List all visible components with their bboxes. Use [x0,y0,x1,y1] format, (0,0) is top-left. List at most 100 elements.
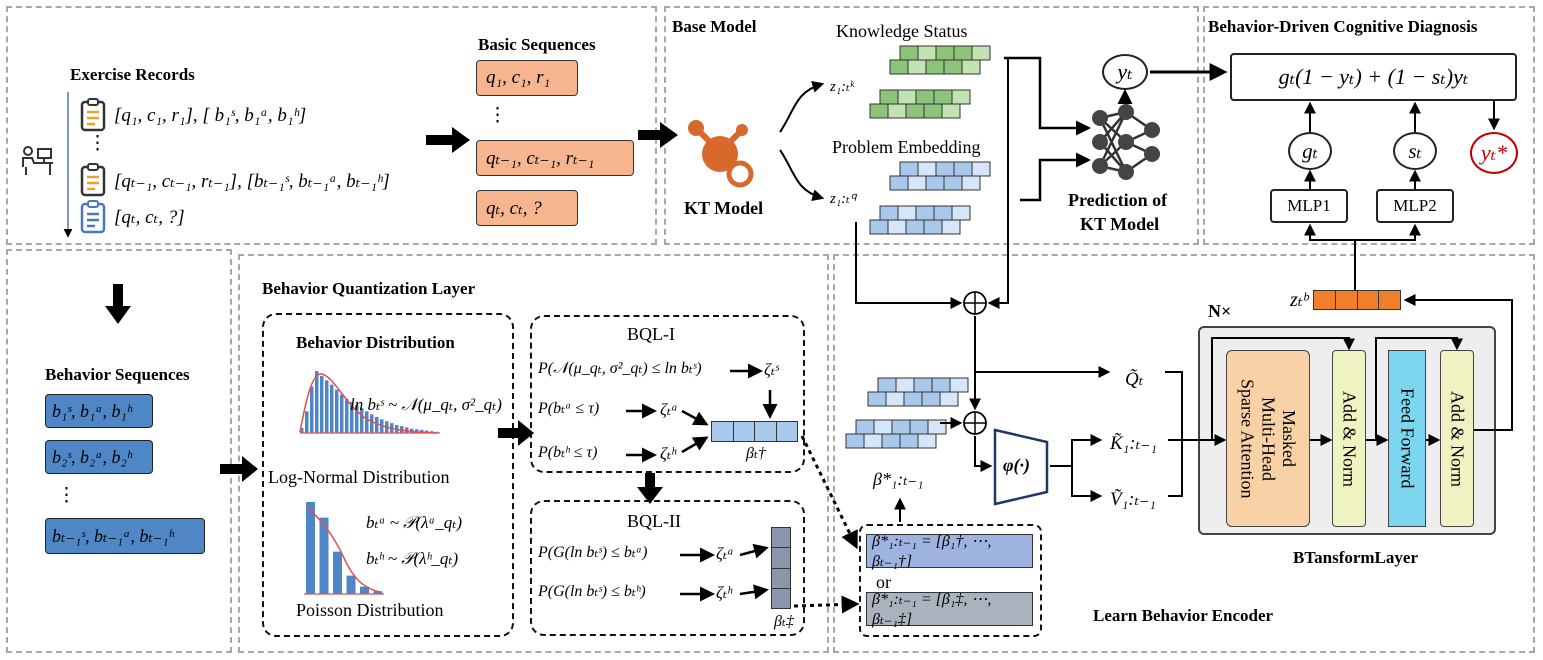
or-label: or [876,572,891,592]
problem-embedding-label: Problem Embedding [832,137,981,157]
embedding-cell [921,391,941,407]
bql1-box [530,315,805,473]
mlp2-label: MLP2 [1393,196,1437,215]
embedding-cell [903,391,923,407]
embedding-cell [899,45,919,61]
s-node: sₜ [1393,132,1437,170]
arrow-records-to-basic [426,127,470,153]
btransform-layer-label: BTansformLayer [1293,548,1418,567]
phi-trapezoid [993,428,1049,506]
arrow-down-to-behavior [105,284,131,324]
record-ellipsis: ⋮ [88,133,107,154]
embedding-cell [867,391,887,407]
embedding-cell [923,103,943,119]
basic-seq-1: q₁, c₁, r₁ [476,60,578,96]
embedding-cell [887,219,907,235]
embedding-cell [925,59,945,75]
feed-forward-block: Feed Forward [1388,350,1426,527]
bql1-zeta-a: ζₜᵃ [660,400,678,419]
bql2-zeta-a: ζₜᵃ [716,544,734,563]
clipboard-icon-3 [80,200,106,234]
embedding-cell [907,59,927,75]
beta-dagger-label: βₜ† [746,445,766,462]
poisson-equation-2: bₜʰ ~ 𝒫(λʰ_qₜ) [366,549,459,568]
bql1-row-3: P(bₜʰ ≤ τ) [538,444,598,461]
embedding-cell [951,205,971,221]
embedding-cell [905,219,925,235]
embedding-cell [961,59,981,75]
embedding-cell [897,205,917,221]
behavior-sequences-panel [6,249,232,653]
feed-forward-label: Feed Forward [1397,388,1418,489]
embedding-cell [889,175,909,191]
arrow-behavior-to-dist [220,456,258,482]
basic-ellipsis: ⋮ [488,105,507,126]
embedding-cell [971,161,991,177]
embedding-cell [939,391,959,407]
embedding-cell [881,433,901,449]
add-norm-1: Add & Norm [1332,350,1366,527]
basic-title: Basic Sequences [478,35,596,54]
poisson-label: Poisson Distribution [296,600,444,620]
embedding-cell [971,45,991,61]
embedding-cell [887,103,907,119]
arrow-basic-to-kt [638,122,678,148]
embedding-cell [873,419,893,435]
base-model-panel [664,6,1199,245]
neural-net-icon [1086,102,1164,182]
ystar-label: yₜ* [1480,140,1508,165]
n-times-label: N× [1208,301,1232,321]
embedding-cell [935,161,955,177]
y-label: yₜ [1117,59,1133,84]
behavior-title: Behavior Sequences [45,365,190,384]
add-norm-2: Add & Norm [1440,350,1474,527]
bql2-box [530,500,805,636]
ystar-node: yₜ* [1470,132,1518,174]
embedding-cell [941,103,961,119]
bql1-zeta-h: ζₜʰ [660,444,676,463]
embedding-cell [943,59,963,75]
diagnosis-formula-text: gₜ(1 − yₜ) + (1 − sₜ)yₜ [1278,64,1469,89]
embedding-cell [863,433,883,449]
embedding-cell [869,219,889,235]
q-label: Q̃ₜ [1125,369,1144,390]
attention-block: Masked Multi-Head Sparse Attention [1226,350,1310,527]
embedding-cell [891,419,911,435]
base-model-title: Base Model [672,17,757,36]
embedding-cell [943,175,963,191]
beta-ddagger-vector [771,527,791,609]
beta-option-1: β*₁:ₜ₋₁ = [β₁†, ⋯, βₜ₋₁†] [866,533,1033,570]
attention-label: Masked Multi-Head Sparse Attention [1237,378,1300,499]
basic-seq-2: qₜ₋₁, cₜ₋₁, rₜ₋₁ [476,140,634,176]
beta-dagger-vector [711,421,798,442]
add-norm-2-label: Add & Norm [1447,390,1468,487]
phi-label: φ(·) [1003,455,1031,475]
mlp2-box: MLP2 [1376,189,1454,223]
behavior-seq-1: b₁ˢ, b₁ᵃ, b₁ʰ [45,394,153,428]
record-row-3: [qₜ, cₜ, ?] [114,207,185,228]
embedding-cell [941,219,961,235]
embedding-cell [845,433,865,449]
knowledge-status-label: Knowledge Status [836,21,968,41]
embedding-cell [953,45,973,61]
kt-model-label: KT Model [684,198,764,218]
embedding-cell [935,45,955,61]
bql-title: Behavior Quantization Layer [262,279,476,298]
kt-model-icon [676,110,758,192]
bql1-row-1: P(𝒩(μ_qₜ, σ²_qₜ) ≤ ln bₜˢ) [538,360,702,377]
embedding-cell [961,175,981,191]
zb-vector [1313,290,1401,310]
embedding-cell [895,377,915,393]
embedding-cell [879,89,899,105]
beta-option-1-text: β*₁:ₜ₋₁ = [β₁†, ⋯, βₜ₋₁†] [872,533,992,570]
prediction-label-1: Prediction of [1068,190,1168,210]
bql1-row-2: P(bₜᵃ ≤ τ) [538,400,600,417]
embedding-cell [907,175,927,191]
behavior-distribution-box [262,313,514,637]
embedding-cell [905,103,925,119]
embedding-cell [923,219,943,235]
embedding-cell [917,45,937,61]
embedding-cell [931,377,951,393]
embedding-cell [925,175,945,191]
